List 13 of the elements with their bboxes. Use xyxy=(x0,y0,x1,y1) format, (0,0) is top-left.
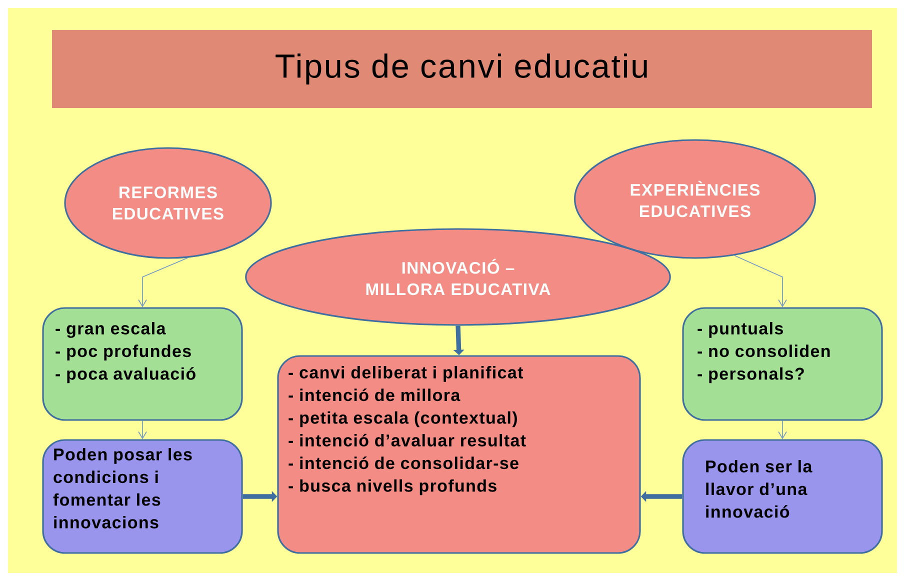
rounded-box: - puntuals - no consoliden - personals? xyxy=(682,307,883,421)
ellipse-node: INNOVACIÓ – MILLORA EDUCATIVA xyxy=(245,228,671,326)
ellipse-node: EXPERIÈNCIES EDUCATIVES xyxy=(574,139,816,259)
ellipse-node: REFORMES EDUCATIVES xyxy=(64,147,272,259)
arrow xyxy=(138,420,147,440)
title-banner: Tipus de canvi educatiu xyxy=(52,30,872,108)
arrow xyxy=(734,255,787,308)
rounded-box: Poden ser la llavor d’una innovació xyxy=(682,439,883,554)
rounded-box: - canvi deliberat i planificat - intenció de millora - petita escala (contextual) - intenció d’avaluar resultat - intenció de consolidar-se - busca nivells profunds xyxy=(277,355,641,554)
arrow xyxy=(138,257,188,308)
arrow xyxy=(778,420,787,440)
rounded-box: Poden posar les condicions i fomentar les innovacions xyxy=(42,439,243,554)
rounded-box: - gran escala - poc profundes - poca avaluació xyxy=(42,307,243,421)
